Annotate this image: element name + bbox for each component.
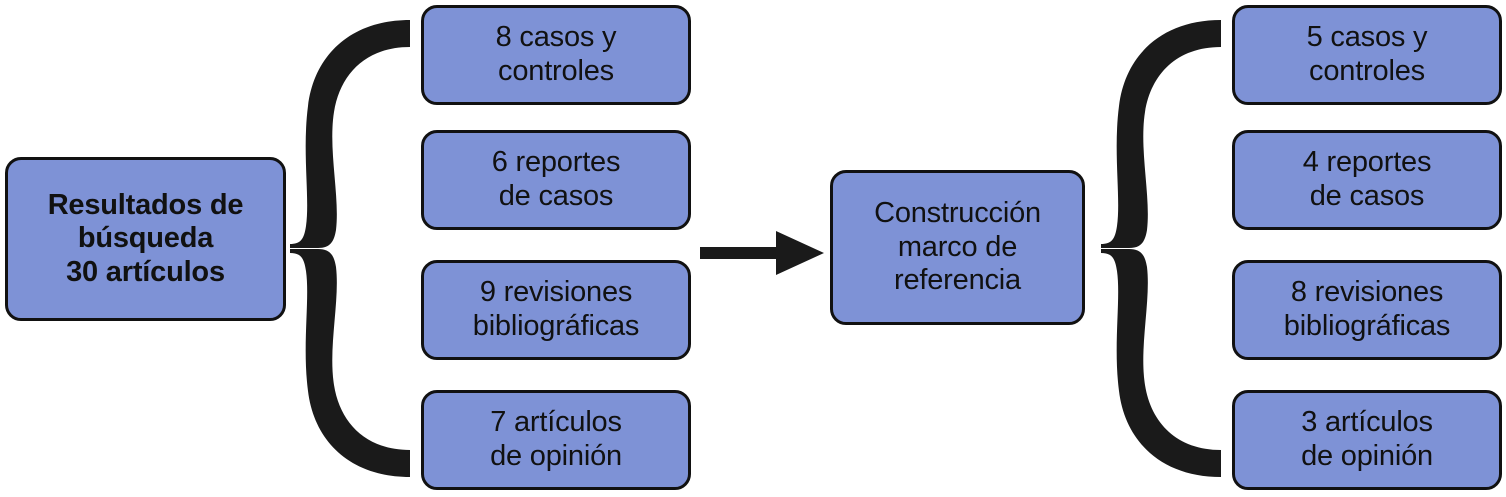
node-left-articulos-opinion[interactable]: 7 artículos de opinión	[421, 390, 691, 490]
node-left-articulos-opinion-label: 7 artículos de opinión	[490, 406, 622, 472]
node-right-casos-controles-label: 5 casos y controles	[1306, 21, 1428, 87]
node-search-results-label: Resultados de búsqueda 30 artículos	[47, 188, 244, 288]
node-right-reportes-casos[interactable]: 4 reportes de casos	[1232, 130, 1502, 230]
node-marco-referencia-label: Construcción marco de referencia	[874, 197, 1041, 297]
node-left-casos-controles[interactable]: 8 casos y controles	[421, 5, 691, 105]
left-brace-icon	[290, 20, 410, 477]
arrow-right-icon	[700, 231, 824, 275]
node-left-reportes-casos[interactable]: 6 reportes de casos	[421, 130, 691, 230]
node-right-articulos-opinion[interactable]: 3 artículos de opinión	[1232, 390, 1502, 490]
node-marco-referencia[interactable]: Construcción marco de referencia	[830, 170, 1085, 325]
right-brace-icon	[1101, 20, 1221, 477]
node-right-reportes-casos-label: 4 reportes de casos	[1302, 146, 1432, 212]
node-left-revisiones-bibliograficas-label: 9 revisiones bibliográficas	[472, 276, 640, 342]
node-right-casos-controles[interactable]: 5 casos y controles	[1232, 5, 1502, 105]
node-right-revisiones-bibliograficas[interactable]: 8 revisiones bibliográficas	[1232, 260, 1502, 360]
node-left-revisiones-bibliograficas[interactable]: 9 revisiones bibliográficas	[421, 260, 691, 360]
node-left-reportes-casos-label: 6 reportes de casos	[491, 146, 621, 212]
node-right-articulos-opinion-label: 3 artículos de opinión	[1301, 406, 1433, 472]
node-right-revisiones-bibliograficas-label: 8 revisiones bibliográficas	[1283, 276, 1451, 342]
node-left-casos-controles-label: 8 casos y controles	[495, 21, 617, 87]
node-search-results[interactable]: Resultados de búsqueda 30 artículos	[5, 157, 286, 321]
